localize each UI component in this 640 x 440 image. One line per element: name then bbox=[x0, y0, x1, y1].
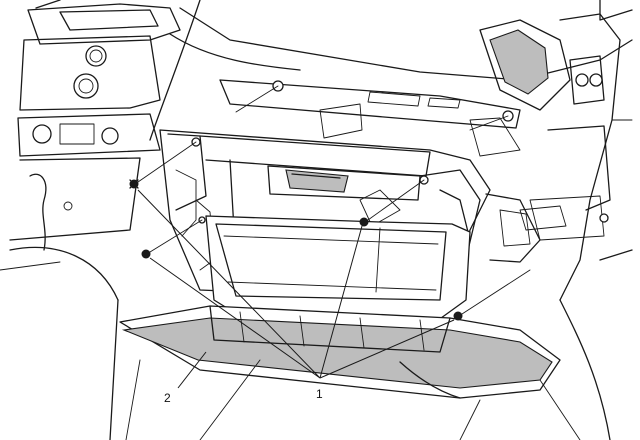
right-side-structure bbox=[479, 13, 633, 440]
callout-1-leaders bbox=[137, 189, 455, 379]
fastener-right bbox=[453, 311, 463, 321]
panel-beam bbox=[219, 79, 521, 157]
leader-lines bbox=[137, 85, 531, 315]
fastener-center bbox=[359, 217, 369, 227]
dashboard-outline bbox=[35, 0, 633, 141]
fastener-top-left bbox=[129, 179, 139, 189]
callout-2-leader bbox=[177, 351, 207, 389]
center-console bbox=[0, 3, 181, 440]
fastener-left bbox=[141, 249, 151, 259]
floor-trim bbox=[125, 359, 581, 440]
glove-box-bin bbox=[119, 215, 561, 399]
callout-label-2: 2 bbox=[164, 391, 171, 405]
callout-label-1: 1 bbox=[316, 387, 323, 401]
